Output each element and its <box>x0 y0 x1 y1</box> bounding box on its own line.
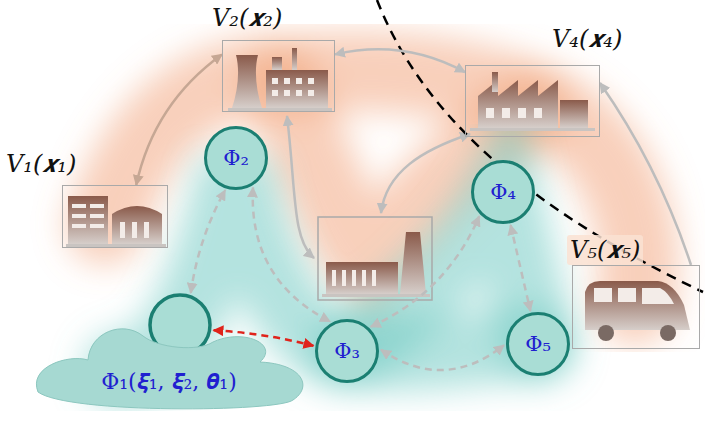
circle-label: Φ₂ <box>223 146 249 170</box>
factory-node: V₂(𝒙₂) <box>222 40 335 112</box>
dashed-connector <box>253 188 330 322</box>
cloud-node: Φ₁(𝝃₁, 𝝃₂, 𝜽₁) <box>28 292 310 412</box>
state-circle: Φ₂ <box>204 126 268 190</box>
circle-label: Φ₅ <box>525 332 551 356</box>
state-circle: Φ₅ <box>506 312 570 376</box>
connector-arrow <box>335 49 465 72</box>
factory-node: V₁(𝒙₁) <box>62 185 168 248</box>
dashed-connector <box>371 216 479 326</box>
factory-node: V₄(𝒙₄) <box>465 65 600 137</box>
factory-node: V₅(𝒙₅) <box>572 265 700 349</box>
cloud-label: Φ₁(𝝃₁, 𝝃₂, 𝜽₁) <box>28 368 310 396</box>
circle-label: Φ₃ <box>334 339 360 363</box>
factory-icons <box>68 48 690 341</box>
state-circle: Φ₃ <box>315 319 379 383</box>
middle-factory-link <box>381 134 470 213</box>
node-label: V₅(𝒙₅) <box>567 235 643 265</box>
dashed-connector <box>381 345 504 370</box>
circle-label: Φ₄ <box>490 180 516 204</box>
node-label: V₂(𝒙₂) <box>209 3 285 33</box>
middle-factory-link <box>287 116 314 258</box>
node-label: V₁(𝒙₁) <box>3 149 79 179</box>
node-label: V₄(𝒙₄) <box>549 24 625 54</box>
partition-line <box>377 0 703 292</box>
dashed-connector <box>511 225 531 311</box>
dashed-connector <box>191 190 225 293</box>
state-circle: Φ₄ <box>471 160 535 224</box>
cloud-outline <box>36 329 302 409</box>
